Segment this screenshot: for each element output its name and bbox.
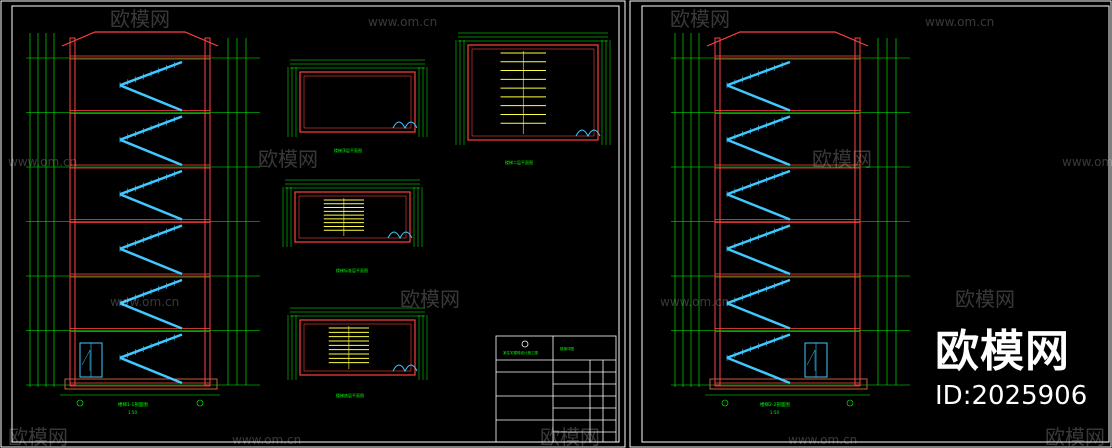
stair-flight bbox=[726, 193, 791, 221]
floor-slab bbox=[714, 273, 861, 278]
watermark-brand: 欧模网 bbox=[110, 7, 170, 31]
stair-flight bbox=[119, 302, 183, 330]
watermark-url: www.om.cn bbox=[368, 15, 437, 29]
floor-slab bbox=[69, 164, 211, 169]
plan-wall-inner bbox=[303, 75, 412, 129]
watermark-brand: 欧模网 bbox=[1045, 425, 1105, 448]
right-section-scale: 1:50 bbox=[770, 410, 779, 415]
axis-bubble bbox=[721, 399, 729, 407]
stair-flight bbox=[119, 193, 183, 221]
ground-slab bbox=[64, 378, 218, 390]
floor-slab bbox=[69, 55, 211, 60]
stair-flight bbox=[119, 356, 183, 385]
stair-flight bbox=[726, 247, 791, 276]
floor-slab bbox=[69, 110, 211, 114]
stair-flight bbox=[726, 84, 791, 112]
floor-slab bbox=[714, 219, 861, 223]
left-sheet-frame bbox=[0, 0, 626, 448]
plan-title-standard: 楼梯标准层平面图 bbox=[336, 267, 368, 273]
watermark-logo-text: 欧模网 bbox=[935, 326, 1070, 377]
watermark-id: ID:2025906 bbox=[935, 381, 1088, 411]
watermark-brand: 欧模网 bbox=[400, 287, 460, 311]
roof-outline bbox=[706, 31, 869, 47]
watermark-brand: 欧模网 bbox=[812, 147, 872, 171]
door-mark bbox=[81, 349, 91, 371]
title-block-drawing: 楼梯详图 bbox=[560, 346, 574, 351]
watermark-brand: 欧模网 bbox=[8, 425, 68, 448]
plan-door-swing bbox=[392, 121, 418, 130]
plan-wall bbox=[299, 319, 416, 376]
watermark-url: www.om.cn bbox=[232, 433, 301, 447]
stair-flight bbox=[726, 356, 791, 385]
right-stair-section bbox=[671, 31, 910, 407]
plan-title-second: 楼梯二层平面图 bbox=[505, 159, 533, 165]
left-section-scale: 1:50 bbox=[128, 410, 137, 415]
plan-door-swing bbox=[387, 231, 413, 240]
floor-slab bbox=[714, 328, 861, 332]
plan-wall bbox=[294, 191, 411, 243]
floor-slab bbox=[714, 382, 861, 387]
stair-plans bbox=[282, 32, 611, 380]
left-section-title: 楼梯1-1剖面图 bbox=[118, 401, 148, 408]
left-stair-section bbox=[26, 31, 260, 407]
door-mark bbox=[806, 349, 816, 371]
axis-bubble bbox=[76, 399, 84, 407]
axis-bubble bbox=[196, 399, 204, 407]
plan-title-ground: 楼梯底层平面图 bbox=[336, 392, 364, 398]
ground-slab bbox=[709, 378, 868, 390]
axis-bubble bbox=[846, 399, 854, 407]
stair-flight bbox=[726, 302, 791, 330]
plan-wall-inner bbox=[298, 195, 407, 239]
watermark-url: www.om.cn bbox=[1062, 155, 1112, 169]
stair-flight bbox=[726, 138, 791, 167]
wall-right bbox=[854, 37, 861, 386]
plan-wall bbox=[299, 71, 416, 133]
floor-slab bbox=[69, 382, 211, 387]
watermark-brand: 欧模网 bbox=[955, 287, 1015, 311]
floor-slab bbox=[714, 55, 861, 60]
floor-slab bbox=[69, 328, 211, 332]
plan-title-top: 楼梯顶层平面图 bbox=[334, 147, 362, 153]
watermark-brand: 欧模网 bbox=[258, 147, 318, 171]
roof-outline bbox=[61, 31, 219, 47]
wall-right bbox=[204, 37, 211, 386]
plan-wall-inner bbox=[471, 48, 595, 137]
right-section-title: 楼梯2-2剖面图 bbox=[760, 401, 790, 408]
stair-flight bbox=[119, 247, 183, 276]
watermark-url: www.om.cn bbox=[925, 15, 994, 29]
watermark-brand: 欧模网 bbox=[540, 425, 600, 448]
plan-wall bbox=[467, 44, 599, 141]
stair-flight bbox=[119, 138, 183, 167]
plan-door-swing bbox=[575, 129, 601, 138]
watermark-url: www.om.cn bbox=[660, 295, 729, 309]
wall-left bbox=[714, 37, 721, 386]
wall-left bbox=[69, 37, 76, 386]
watermark-brand: 欧模网 bbox=[670, 7, 730, 31]
watermark-url: www.om.cn bbox=[8, 155, 77, 169]
plan-door-swing bbox=[392, 364, 418, 373]
floor-slab bbox=[69, 273, 211, 278]
plan-wall-inner bbox=[303, 323, 412, 372]
title-block bbox=[495, 335, 617, 443]
watermark-url: www.om.cn bbox=[788, 433, 857, 447]
stair-flight bbox=[119, 84, 183, 112]
title-block-project: 某住宅楼梯设计施工图 bbox=[503, 350, 538, 355]
floor-slab bbox=[714, 110, 861, 114]
right-sheet-frame bbox=[629, 0, 1112, 448]
watermark-layer: 欧模网 www.om.cn 欧模网 www.om.cn 欧模网 www.om.c… bbox=[8, 7, 1112, 448]
watermark-url: www.om.cn bbox=[110, 295, 179, 309]
floor-slab bbox=[69, 219, 211, 223]
